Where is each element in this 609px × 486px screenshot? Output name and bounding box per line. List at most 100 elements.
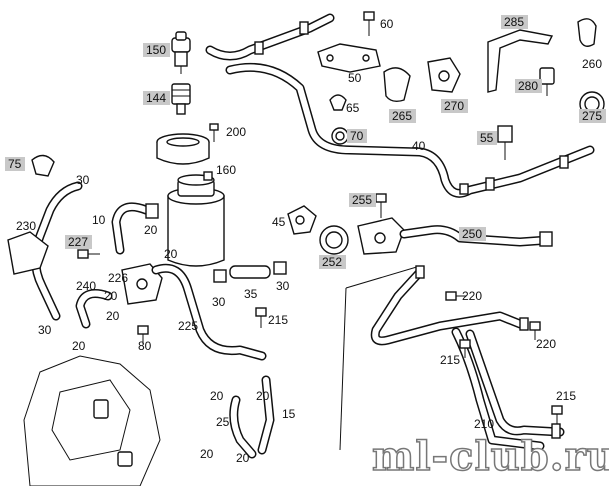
callout-number: 250 — [462, 227, 482, 241]
filter-element-144 — [171, 83, 191, 115]
bolt-227 — [77, 249, 100, 259]
callout-226: 226 — [108, 271, 128, 285]
callout-number: 20 — [144, 223, 158, 237]
callout-265: 265 — [389, 109, 416, 123]
callout-box — [501, 15, 528, 29]
clip-70 — [331, 127, 349, 145]
callout-20b: 20 — [164, 247, 178, 261]
callout-number: 260 — [582, 57, 602, 71]
callout-30a: 30 — [76, 173, 90, 187]
plug-280 — [539, 67, 555, 96]
callout-number: 10 — [92, 213, 106, 227]
high-pressure-pump — [23, 355, 161, 486]
callout-number: 215 — [556, 389, 576, 403]
callout-number: 20 — [210, 389, 224, 403]
callout-35: 35 — [244, 287, 258, 301]
bolt-220-lower — [529, 321, 541, 340]
callout-number: 70 — [350, 129, 364, 143]
callout-number: 20 — [72, 339, 86, 353]
callout-number: 280 — [518, 79, 538, 93]
callout-number: 20 — [236, 451, 250, 465]
callout-275: 275 — [579, 109, 606, 123]
callout-20i: 20 — [236, 451, 250, 465]
bolt-215-lower — [459, 339, 471, 358]
clip-260 — [577, 18, 597, 47]
callout-220b: 220 — [536, 337, 556, 351]
callout-160: 160 — [216, 163, 236, 177]
callout-60: 60 — [380, 17, 394, 31]
callout-box — [347, 129, 367, 143]
callout-number: 225 — [178, 319, 198, 333]
callout-number: 226 — [108, 271, 128, 285]
callout-285: 285 — [501, 15, 528, 29]
callout-20e: 20 — [72, 339, 86, 353]
callout-45: 45 — [272, 215, 286, 229]
bolt-215-upper — [255, 307, 267, 328]
callout-40: 40 — [412, 139, 426, 153]
callout-box — [319, 255, 346, 269]
hose-35 — [213, 261, 287, 283]
holder-50 — [317, 43, 381, 73]
callout-215a: 215 — [268, 313, 288, 327]
clip-75 — [31, 154, 55, 177]
callout-box — [143, 43, 170, 57]
callout-30d: 30 — [38, 323, 52, 337]
callout-number: 65 — [346, 101, 360, 115]
bolt-80 — [137, 325, 149, 344]
callout-number: 275 — [582, 109, 602, 123]
callout-number: 30 — [212, 295, 226, 309]
bolt-220-upper — [445, 291, 466, 301]
callout-20f: 20 — [210, 389, 224, 403]
bolt-215-right — [551, 405, 563, 424]
filter-bracket-160 — [156, 133, 210, 165]
callout-number: 144 — [146, 91, 166, 105]
callout-number: 200 — [226, 125, 246, 139]
callout-number: 20 — [106, 309, 120, 323]
callout-number: 30 — [76, 173, 90, 187]
callout-number: 220 — [536, 337, 556, 351]
callout-280: 280 — [515, 79, 542, 93]
callout-150: 150 — [143, 43, 170, 57]
callout-number: 160 — [216, 163, 236, 177]
callout-number: 285 — [504, 15, 524, 29]
callout-number: 75 — [8, 157, 22, 171]
callout-number: 227 — [68, 235, 88, 249]
callout-number: 252 — [322, 255, 342, 269]
hose-15 — [257, 375, 275, 455]
callout-box — [143, 91, 170, 105]
callout-20c: 20 — [104, 289, 118, 303]
callout-240: 240 — [76, 279, 96, 293]
callout-65: 65 — [346, 101, 360, 115]
callout-number: 15 — [282, 407, 296, 421]
callout-20d: 20 — [106, 309, 120, 323]
fuel-line-40 — [205, 13, 595, 198]
clip-265 — [383, 67, 411, 103]
callout-number: 80 — [138, 339, 152, 353]
callout-box — [5, 157, 25, 171]
hose-240 — [75, 289, 113, 329]
callout-number: 35 — [244, 287, 258, 301]
connector-226 — [121, 263, 163, 305]
callout-box — [65, 235, 92, 249]
callout-30b: 30 — [212, 295, 226, 309]
callout-number: 30 — [276, 279, 290, 293]
hose-25 — [229, 395, 257, 459]
clip-65 — [329, 94, 347, 111]
filter-cap-150 — [171, 31, 191, 74]
callout-number: 50 — [348, 71, 362, 85]
callout-210: 210 — [474, 417, 494, 431]
callout-20h: 20 — [200, 447, 214, 461]
callout-box — [477, 131, 497, 145]
callout-box — [389, 109, 416, 123]
callout-number: 220 — [462, 289, 482, 303]
hose-225 — [151, 263, 267, 361]
callout-70: 70 — [347, 129, 367, 143]
callout-number: 25 — [216, 415, 230, 429]
callout-number: 255 — [352, 193, 372, 207]
callout-box — [441, 99, 468, 113]
callout-80: 80 — [138, 339, 152, 353]
callout-50: 50 — [348, 71, 362, 85]
hose-230 — [7, 181, 83, 321]
